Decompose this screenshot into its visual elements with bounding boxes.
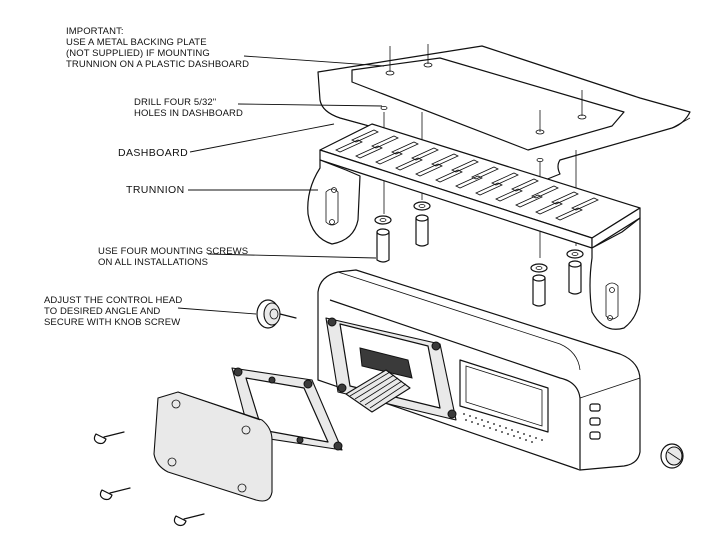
knob-screw-icon: [256, 299, 684, 469]
drill-callout: DRILL FOUR 5/32" HOLES IN DASHBOARD: [134, 97, 243, 119]
cover-screw-icon: [93, 431, 205, 527]
mounting-screw-icon: [374, 201, 584, 307]
drill-holes: [380, 106, 544, 162]
adjust-callout: ADJUST THE CONTROL HEAD TO DESIRED ANGLE…: [44, 295, 183, 328]
trunnion-callout: TRUNNION: [126, 184, 185, 196]
screws-callout: USE FOUR MOUNTING SCREWS ON ALL INSTALLA…: [98, 246, 249, 268]
dashboard-callout: DASHBOARD: [118, 147, 189, 159]
control-head-icon: [317, 269, 641, 471]
trunnion-bracket-icon: [307, 123, 641, 330]
important-callout: IMPORTANT: USE A METAL BACKING PLATE (NO…: [66, 26, 250, 70]
back-cover-icon: [153, 391, 273, 502]
leader-lines: [177, 55, 385, 315]
